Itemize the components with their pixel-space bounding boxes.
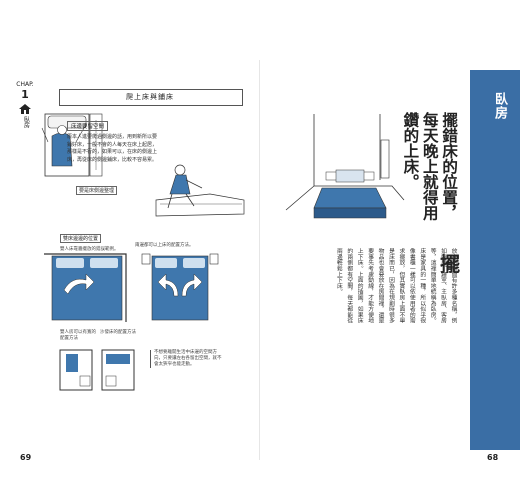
body-text: 放床的房間有許多種名稱，例如臥房、寢室、主臥房、客房等，這裡簡單地統稱為臥房。床… [335, 248, 456, 324]
chapter-vertical-title: 臥房 [22, 115, 30, 128]
house-icon [19, 103, 31, 114]
floorplan-sofa-bed [101, 349, 135, 391]
floorplan-double [59, 349, 93, 391]
bed-top-illustration [41, 113, 103, 177]
floorplan-caption-2: 沙發床的配置方法 [100, 330, 136, 335]
bottom-note: 不想要離開生活中床邊的空間方向，只要讓左右各留出空間，就不會太狹窄也能走動。 [150, 350, 222, 368]
section-title: 爬上床與鋪床 [126, 93, 174, 101]
bedroom-illustration [285, 114, 405, 219]
layout-wall-diagram [44, 253, 127, 322]
chapter-band [470, 70, 520, 450]
person-bed-illustration [155, 164, 245, 217]
drop-cap: 擺 [440, 252, 460, 276]
layout-center-diagram [141, 253, 219, 321]
tip-text: 原本人進要爬過側邊的話，用到新所以要鋪好床，一般不會的人每天在床上起居，那樣是不… [67, 134, 158, 163]
tip-block: 床邊要留空間 原本人進要爬過側邊的話，用到新所以要鋪好床，一般不會的人每天在床上… [67, 113, 161, 164]
placement-title: 雙床邊邊的位置 [60, 234, 102, 243]
chapter-marker: CHAP. 1 臥房 [12, 81, 38, 130]
spread-gutter [259, 60, 260, 460]
section-title-frame [59, 89, 243, 106]
chapter-number: 1 [21, 87, 29, 101]
headline: 擺錯床的位置，每天晚上就得用鑽的上床。 [401, 112, 459, 221]
tip-label: 床邊要留空間 [67, 121, 109, 131]
page-number-right: 68 [487, 453, 499, 462]
floorplan-caption-1: 雙人房可以有寬的配置方法 [60, 330, 96, 341]
layout-caption-2: 兩邊都可以上床的配置方法。 [135, 243, 194, 248]
chapter-label: CHAP. [16, 81, 34, 88]
bedding-label: 要是床側邊整理 [76, 186, 118, 195]
page-number-left: 69 [20, 453, 32, 462]
chapter-band-title: 臥房 [492, 92, 507, 120]
layout-caption-1: 雙人床靠牆擺放的錯誤範例。 [60, 247, 119, 252]
